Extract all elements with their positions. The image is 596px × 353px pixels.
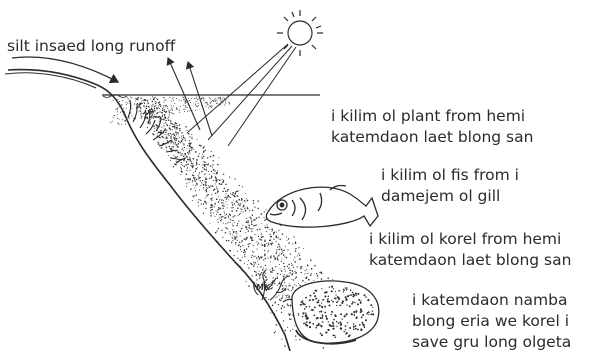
label-fish-line-2: damejem ol gill [381,186,519,207]
label-fish-line-1: i kilim ol fis from i [381,165,519,186]
shoreline-top-edge [5,73,96,88]
label-coral-line-1: i kilim ol korel from hemi [369,229,571,250]
label-kills-plants: i kilim ol plant from hemi katemdaon lae… [331,106,533,148]
rock-icon [292,281,379,344]
label-area-line-2: blong eria we korel i [412,311,571,332]
sun-icon [277,10,323,56]
label-silt-line-1: silt insaed long runoff [7,36,175,57]
label-reduces-area: i katemdaon namba blong eria we korel i … [412,290,571,353]
label-kills-coral: i kilim ol korel from hemi katemdaon lae… [369,229,571,271]
label-coral-line-2: katemdaon laet blong san [369,250,571,271]
label-area-line-1: i katemdaon namba [412,290,571,311]
label-silt-runoff: silt insaed long runoff [7,36,175,57]
seagrass-icon [128,100,186,163]
label-kills-fish: i kilim ol fis from i damejem ol gill [381,165,519,207]
label-plants-line-1: i kilim ol plant from hemi [331,106,533,127]
fish-icon [266,186,378,228]
label-area-line-3: save gru long olgeta [412,332,571,353]
label-plants-line-2: katemdaon laet blong san [331,127,533,148]
artist-signature: MK [256,283,270,292]
